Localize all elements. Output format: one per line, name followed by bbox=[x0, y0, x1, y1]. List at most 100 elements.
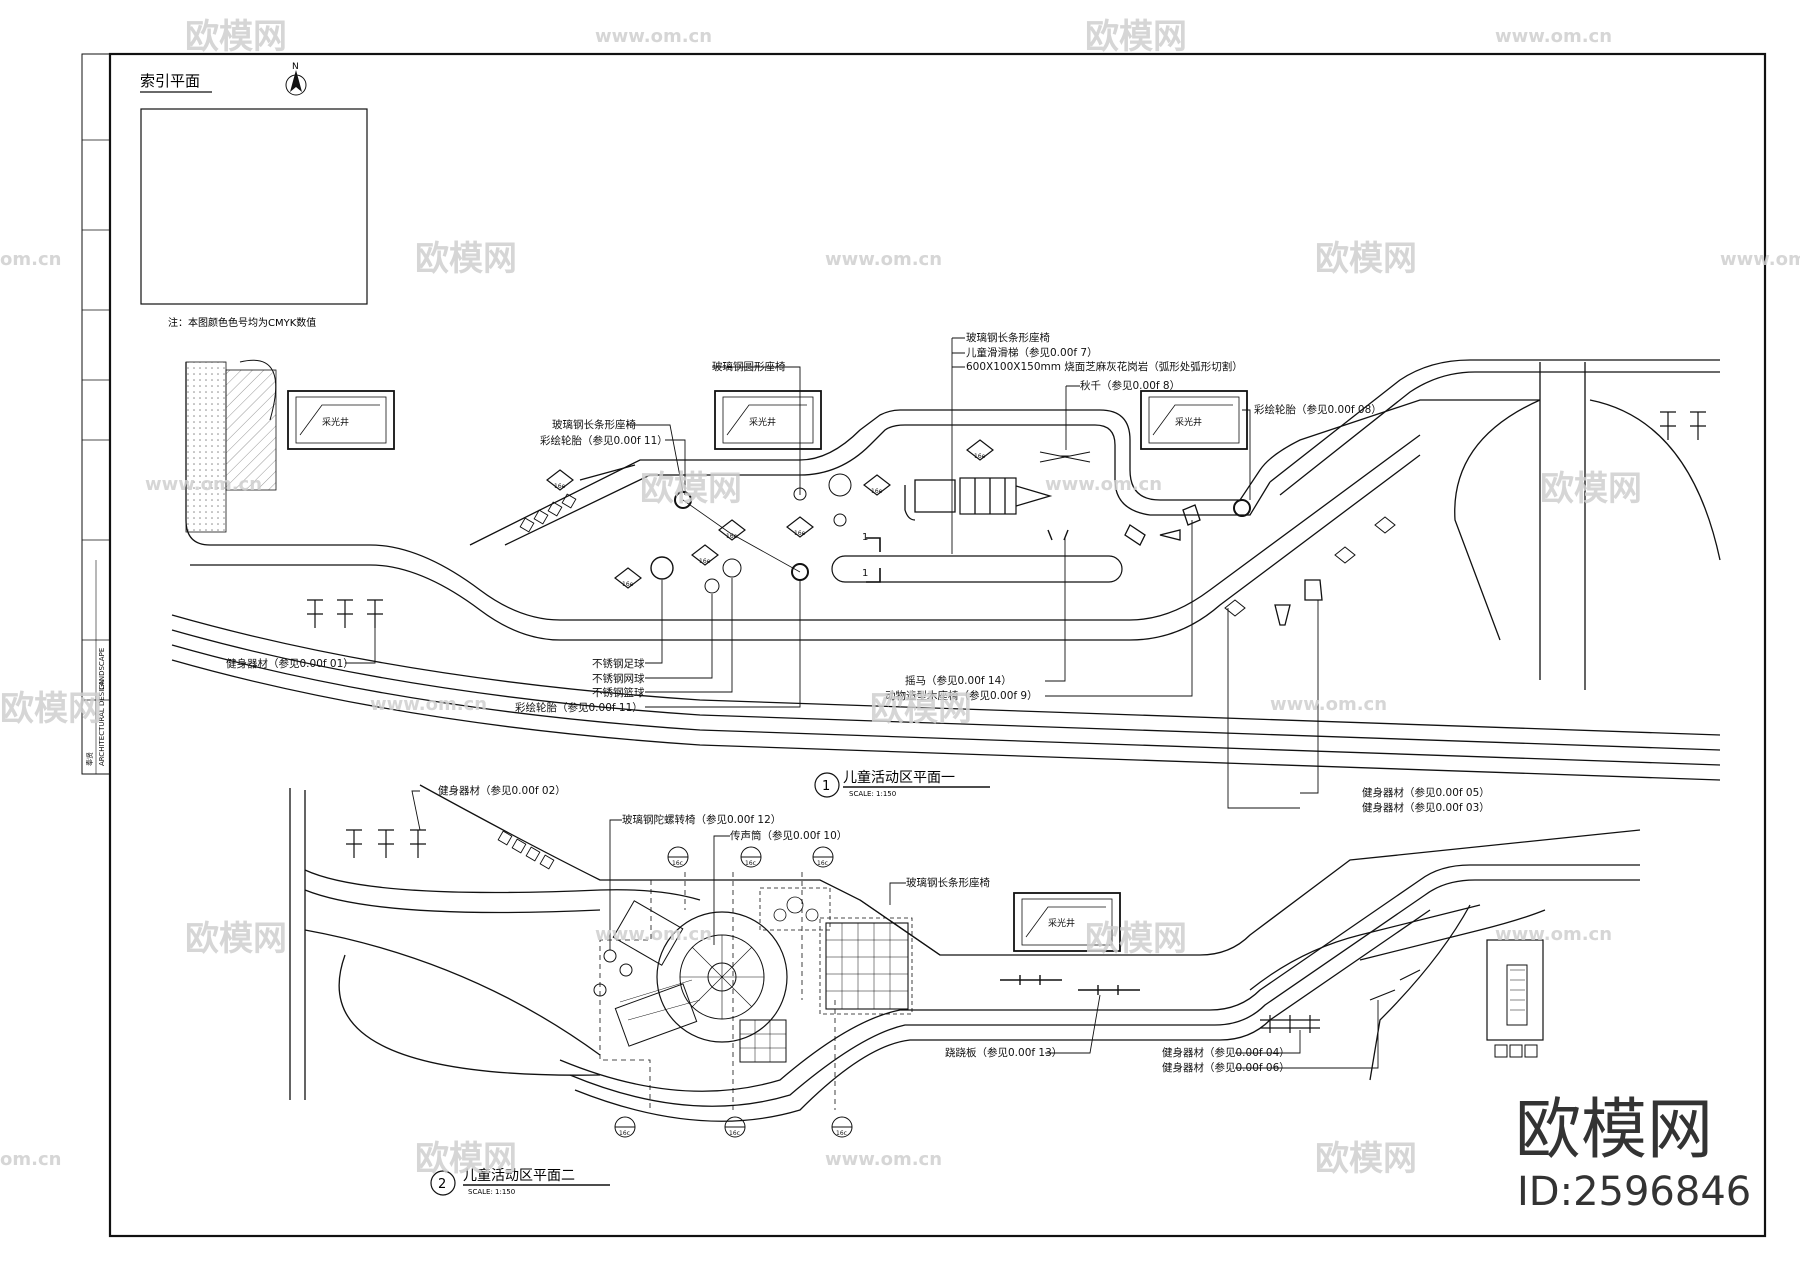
label-fitness-02: 健身器材（参见0.00f 02） bbox=[438, 784, 566, 797]
svg-text:16e: 16e bbox=[974, 453, 986, 460]
watermark-brand: 欧模网 bbox=[870, 689, 972, 729]
plan-2-labels: 健身器材（参见0.00f 02） 玻璃钢陀螺转椅（参见0.00f 12） 传声筒… bbox=[438, 784, 1290, 1074]
watermark-url-short: om.cn bbox=[0, 249, 61, 270]
svg-text:16c: 16c bbox=[817, 860, 828, 867]
plan-2-drawing bbox=[289, 784, 1641, 1122]
plan-1-scale: SCALE: 1:150 bbox=[849, 790, 896, 798]
label-fitness-05: 健身器材（参见0.00f 05） bbox=[1362, 786, 1490, 799]
watermark-brand: 欧模网 bbox=[0, 689, 102, 729]
watermark-url: www.om.cn bbox=[1495, 26, 1612, 47]
label-planter-lintel: 600X100X150mm 烧面芝麻灰花岗岩（弧形处弧形切割） bbox=[966, 360, 1243, 373]
label-frp-long-bench-a: 玻璃钢长条形座椅 bbox=[966, 331, 1050, 344]
watermark-layer: 欧模网 欧模网 欧模网 欧模网 欧模网 欧模网 欧模网 欧模网 欧模网 欧模网 … bbox=[0, 17, 1800, 1179]
svg-text:16c: 16c bbox=[745, 860, 756, 867]
svg-text:采光井: 采光井 bbox=[1048, 917, 1075, 929]
svg-text:16e: 16e bbox=[871, 488, 883, 495]
brand-stamp: 欧模网 ID:2596846 bbox=[1515, 1091, 1751, 1215]
watermark-brand: 欧模网 bbox=[185, 919, 287, 959]
plan-1-detail-texts: 16e 16e 16e 16e 16e 16e 16e 1 1 bbox=[554, 453, 986, 588]
label-frp-spiral-seat: 玻璃钢陀螺转椅（参见0.00f 12） bbox=[622, 813, 781, 826]
label-painted-tire-b: 彩绘轮胎（参见0.00f 08） bbox=[1254, 403, 1382, 416]
svg-text:16c: 16c bbox=[836, 1130, 847, 1137]
label-ss-basketball: 不锈钢篮球 bbox=[592, 686, 645, 699]
watermark-brand: 欧模网 bbox=[1315, 1139, 1417, 1179]
plan-1-title-block: 1 儿童活动区平面一 SCALE: 1:150 bbox=[814, 769, 990, 798]
plan-2-detail-texts: 16c 16c 16c 16c 16c 16c 采光井 bbox=[619, 860, 1075, 1137]
svg-text:N: N bbox=[292, 62, 299, 72]
label-painted-tire-a: 彩绘轮胎（参见0.00f 11） bbox=[540, 434, 668, 447]
label-animal-bench: 动物造型木座椅（参见0.00f 9） bbox=[885, 689, 1038, 702]
svg-text:16c: 16c bbox=[729, 1130, 740, 1137]
label-fitness-01: 健身器材（参见0.00f 01） bbox=[226, 657, 354, 670]
label-kids-slide: 儿童滑滑梯（参见0.00f 7） bbox=[966, 346, 1098, 359]
plan-2-number: 2 bbox=[438, 1177, 446, 1192]
watermark-url: www.om.cn bbox=[370, 694, 487, 715]
plan-2-title: 儿童活动区平面二 bbox=[463, 1167, 575, 1184]
watermark-brand: 欧模网 bbox=[1540, 469, 1642, 509]
watermark-url: www.om.cn bbox=[1495, 924, 1612, 945]
plan-2-detail-markers bbox=[614, 846, 853, 1138]
svg-text:16e: 16e bbox=[554, 483, 566, 490]
plan-1-drawing bbox=[171, 359, 1721, 781]
plan-2-title-block: 2 儿童活动区平面二 SCALE: 1:150 bbox=[430, 1167, 610, 1196]
svg-text:1: 1 bbox=[862, 568, 868, 579]
watermark-brand: 欧模网 bbox=[1315, 239, 1417, 279]
sidebar-line2: LANDSCAPE bbox=[98, 648, 106, 690]
watermark-brand: 欧模网 bbox=[415, 1139, 517, 1179]
label-fitness-06: 健身器材（参见0.00f 06） bbox=[1162, 1061, 1290, 1074]
svg-text:16e: 16e bbox=[794, 530, 806, 537]
sheet-frame bbox=[81, 52, 1767, 1238]
label-seesaw: 跷跷板（参见0.00f 13） bbox=[945, 1046, 1062, 1059]
label-painted-tire-c: 彩绘轮胎（参见0.00f 11） bbox=[515, 701, 643, 714]
plan-1-detail-markers bbox=[546, 439, 994, 589]
svg-text:16e: 16e bbox=[699, 558, 711, 565]
index-plan-box bbox=[140, 108, 368, 305]
svg-text:采光井: 采光井 bbox=[322, 416, 349, 428]
svg-text:采光井: 采光井 bbox=[1175, 416, 1202, 428]
brand-stamp-id: ID:2596846 bbox=[1517, 1169, 1751, 1215]
label-speaking-tube: 传声筒（参见0.00f 10） bbox=[730, 829, 847, 842]
svg-text:采光井: 采光井 bbox=[749, 416, 776, 428]
label-frp-long-bench-b: 玻璃钢长条形座椅 bbox=[552, 418, 636, 431]
watermark-brand: 欧模网 bbox=[1085, 919, 1187, 959]
plan-1-number: 1 bbox=[822, 779, 830, 794]
sidebar-line1: ARCHITECTURAL DESIGN bbox=[98, 679, 106, 766]
plan-2-scale: SCALE: 1:150 bbox=[468, 1188, 515, 1196]
label-frp-round-seat: 玻璃钢圆形座椅 bbox=[712, 360, 786, 373]
watermark-brand: 欧模网 bbox=[640, 469, 742, 509]
label-swing: 秋千（参见0.00f 8） bbox=[1080, 379, 1180, 392]
skylight-labels: 采光井 采光井 采光井 bbox=[322, 416, 1202, 428]
svg-text:16c: 16c bbox=[672, 860, 683, 867]
watermark-url: www.om.cn bbox=[1720, 249, 1800, 270]
watermark-brand: 欧模网 bbox=[1085, 17, 1187, 57]
watermark-brand: 欧模网 bbox=[415, 239, 517, 279]
svg-text:16e: 16e bbox=[622, 581, 634, 588]
svg-text:16e: 16e bbox=[726, 533, 738, 540]
watermark-url: www.om.cn bbox=[825, 1149, 942, 1170]
watermark-url: www.om.cn bbox=[595, 26, 712, 47]
sidebar-text: 奉贤 ARCHITECTURAL DESIGN LANDSCAPE bbox=[85, 648, 106, 766]
index-plan: 索引平面 N 注：本图颜色色号均为CMYK数值 bbox=[140, 62, 368, 329]
watermark-url: www.om.cn bbox=[1270, 694, 1387, 715]
north-arrow-icon: N bbox=[285, 62, 307, 96]
watermark-url: www.om.cn bbox=[595, 924, 712, 945]
index-plan-title: 索引平面 bbox=[140, 72, 200, 90]
sidebar-company: 奉贤 bbox=[85, 752, 94, 766]
plan-1-title: 儿童活动区平面一 bbox=[843, 769, 955, 786]
svg-text:1: 1 bbox=[862, 532, 868, 543]
watermark-url: www.om.cn bbox=[145, 474, 262, 495]
index-plan-note: 注：本图颜色色号均为CMYK数值 bbox=[168, 316, 316, 329]
plan-1-leaders bbox=[345, 337, 1319, 809]
watermark-brand: 欧模网 bbox=[185, 17, 287, 57]
label-frp-long-bench: 玻璃钢长条形座椅 bbox=[906, 876, 990, 889]
watermark-url: www.om.cn bbox=[825, 249, 942, 270]
label-ss-football: 不锈钢足球 bbox=[592, 657, 645, 670]
plan-1-labels: 玻璃钢长条形座椅 儿童滑滑梯（参见0.00f 7） 600X100X150mm … bbox=[226, 331, 1490, 814]
label-fitness-03: 健身器材（参见0.00f 03） bbox=[1362, 801, 1490, 814]
svg-text:16c: 16c bbox=[619, 1130, 630, 1137]
plan-2-leaders bbox=[411, 790, 1379, 1069]
label-fitness-04: 健身器材（参见0.00f 04） bbox=[1162, 1046, 1290, 1059]
brand-stamp-name: 欧模网 bbox=[1515, 1091, 1713, 1168]
